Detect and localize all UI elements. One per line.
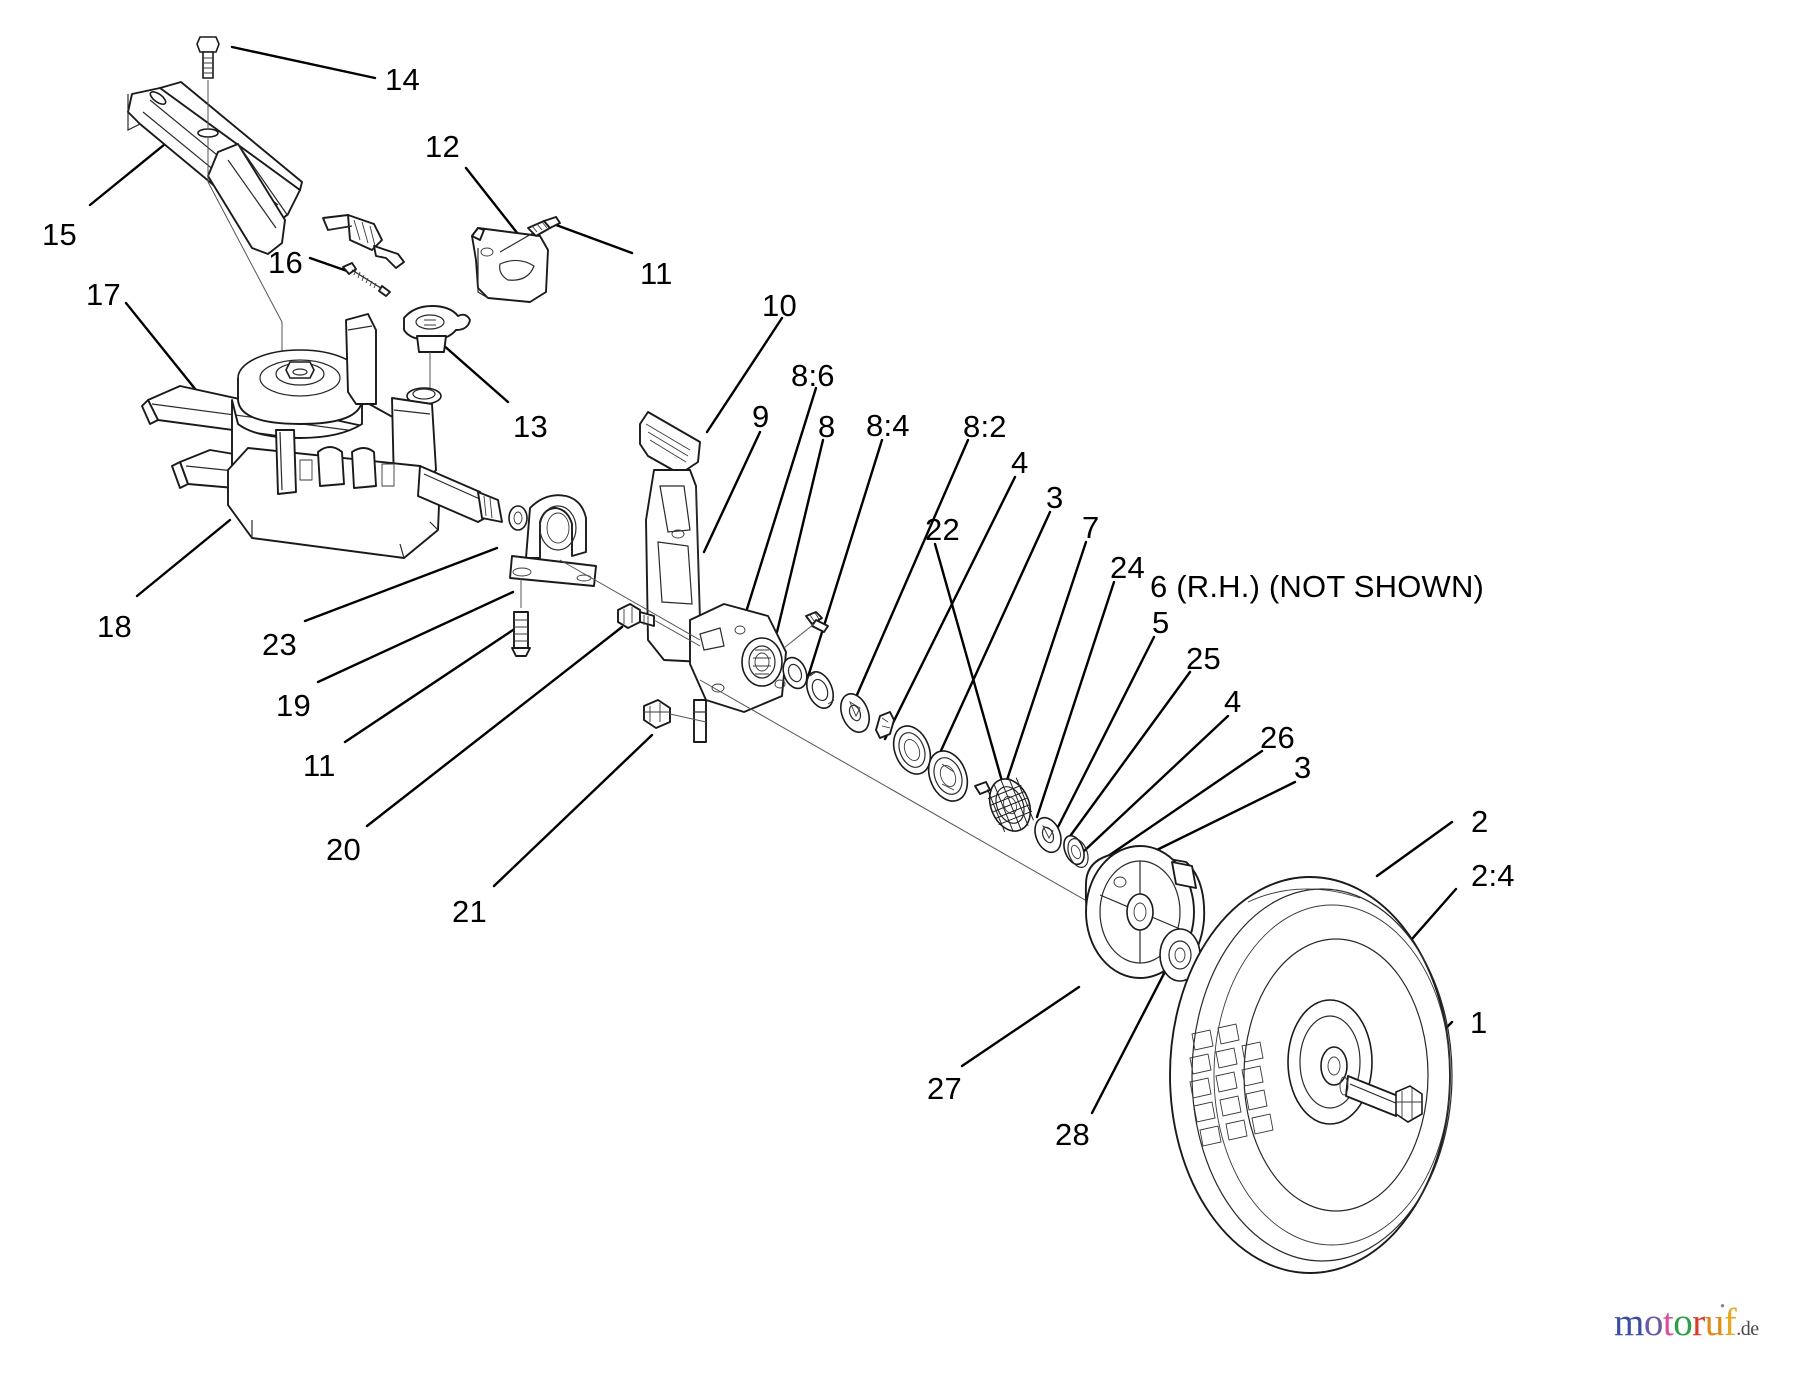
callout-label-13: 13 <box>513 409 548 444</box>
callout-label-10: 10 <box>762 288 797 323</box>
watermark-u: u <box>1704 1301 1725 1344</box>
watermark-f: f <box>1723 1301 1737 1344</box>
callout-label-4a: 4 <box>1011 445 1029 480</box>
callout-label-2: 2 <box>1471 804 1489 839</box>
callout-label-24: 24 <box>1110 550 1145 585</box>
part-lever-arm-10 <box>639 411 787 743</box>
leader-21 <box>492 733 654 888</box>
part-bolt-22 <box>783 611 829 649</box>
leader-11b <box>343 622 524 744</box>
leader-8-2 <box>851 438 970 706</box>
callout-label-8-2: 8:2 <box>963 409 1007 444</box>
leader-14 <box>230 45 377 80</box>
leader-13 <box>440 342 510 404</box>
callout-label-12: 12 <box>425 129 460 164</box>
leader-5 <box>1056 635 1156 829</box>
part-bearing-block-19 <box>509 494 597 657</box>
leader-10 <box>705 316 784 434</box>
leader-4b <box>1081 714 1230 854</box>
callout-label-1: 1 <box>1470 1005 1488 1040</box>
callout-label-14: 14 <box>385 62 420 97</box>
callout-label-3b: 3 <box>1294 750 1312 785</box>
callout-label-15: 15 <box>42 217 77 252</box>
callout-label-16: 16 <box>268 245 303 280</box>
callout-label-8: 8 <box>818 409 836 444</box>
watermark-tld: .de <box>1736 1318 1759 1340</box>
callout-label-20: 20 <box>326 832 361 867</box>
callout-label-5: 5 <box>1152 605 1170 640</box>
leader-18 <box>135 518 232 598</box>
callout-label-7: 7 <box>1082 510 1100 545</box>
part-plate-12 <box>471 227 549 303</box>
part-bracket-arm-15 <box>127 81 303 255</box>
leader-2 <box>1375 820 1454 878</box>
callout-label-8-4: 8:4 <box>866 408 910 443</box>
leader-22 <box>933 542 1011 808</box>
callout-label-21: 21 <box>452 894 487 929</box>
leader-9 <box>702 430 762 554</box>
leader-3a <box>932 510 1052 768</box>
leader-27 <box>960 985 1081 1068</box>
callout-label-9: 9 <box>752 399 770 434</box>
callout-label-27: 27 <box>927 1071 962 1106</box>
part-bolt-14 <box>196 36 283 378</box>
callout-label-23: 23 <box>262 627 297 662</box>
callout-label-26: 26 <box>1260 720 1295 755</box>
part-wheel-hub-27 <box>1084 845 1206 982</box>
callout-label-22: 22 <box>925 512 960 547</box>
leader-20 <box>365 625 624 828</box>
leader-25 <box>1066 670 1192 841</box>
part-nut-21 <box>643 699 707 729</box>
leader-28 <box>1090 958 1173 1115</box>
part-transmission-housing-18 <box>227 313 528 559</box>
axle-component-stack <box>782 656 1115 885</box>
leader-19 <box>316 590 515 684</box>
leader-lines <box>88 45 1458 1115</box>
callout-label-28: 28 <box>1055 1117 1090 1152</box>
callout-label-25: 25 <box>1186 641 1221 676</box>
leader-26 <box>1096 749 1264 865</box>
leader-16 <box>308 256 352 274</box>
leader-24 <box>1035 580 1116 819</box>
leader-11a <box>546 220 634 255</box>
motoruf-watermark: • motoruf.de <box>1614 1299 1759 1344</box>
callout-label-2-4: 2:4 <box>1471 858 1515 893</box>
watermark-o2: o <box>1673 1301 1693 1344</box>
watermark-t: t <box>1662 1301 1674 1344</box>
leader-8 <box>775 438 825 634</box>
leader-8-6 <box>740 386 818 627</box>
part-knob-13 <box>403 305 471 405</box>
part-fastener-11a <box>499 216 561 253</box>
callout-label-3a: 3 <box>1046 480 1064 515</box>
callout-label-8-6: 8:6 <box>791 358 835 393</box>
leader-17 <box>124 301 202 397</box>
watermark-dot: • <box>1719 1299 1725 1315</box>
watermark-m: m <box>1614 1301 1644 1344</box>
part-wheel-tire-2 <box>1169 876 1453 1274</box>
callout-label-18: 18 <box>97 609 132 644</box>
part-rod-16 <box>322 214 405 269</box>
callout-label-11a: 11 <box>640 256 673 291</box>
callout-label-11b: 11 <box>303 748 336 783</box>
part-bolt-20 <box>617 603 701 647</box>
leader-15 <box>88 138 172 207</box>
leader-4a <box>883 475 1017 741</box>
part-axle-bolt-1 <box>1339 1075 1423 1123</box>
watermark-o1: o <box>1643 1301 1664 1344</box>
callout-label-4b: 4 <box>1224 684 1242 719</box>
leader-23 <box>303 546 499 623</box>
leader-7 <box>1001 540 1088 794</box>
callout-label-19: 19 <box>276 688 311 723</box>
watermark-r: r <box>1692 1301 1705 1344</box>
leader-8-4 <box>806 438 884 679</box>
callout-label-6-rh: 6 (R.H.) (NOT SHOWN) <box>1150 569 1485 604</box>
callout-label-17: 17 <box>86 277 121 312</box>
part-screw-16b <box>342 262 391 297</box>
shaft-centerline <box>559 559 701 641</box>
